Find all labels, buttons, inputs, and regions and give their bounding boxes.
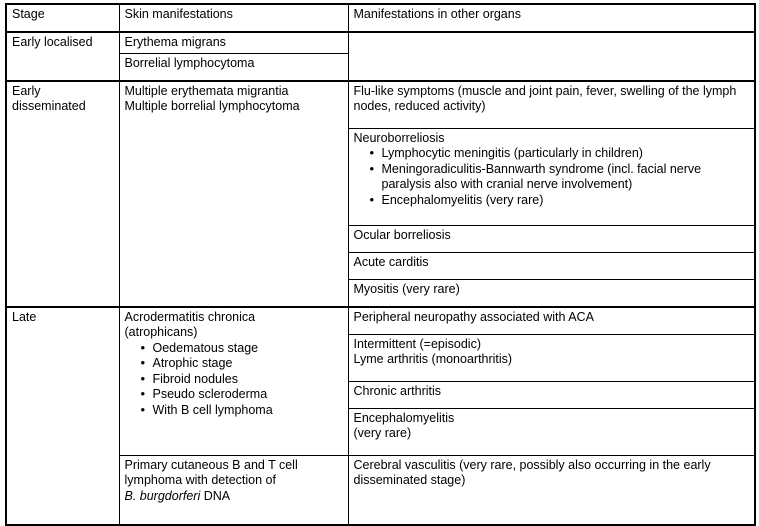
stage-label-early-disseminated: Early disseminated <box>5 79 120 307</box>
table-row-acute-carditis: Acute carditis <box>6 251 756 280</box>
table-row-early-localised-1: Early localised Erythema migrans <box>5 31 756 81</box>
scientific-name-b-burgdorferi: B. burgdorferi <box>124 488 201 503</box>
table-row-late-peripheral-neuropathy: Late Acrodermatitis chronica (atrophican… <box>5 305 756 525</box>
primary-lymphoma-line1: Primary cutaneous B and T cell <box>124 457 298 472</box>
stage-label-late: Late <box>5 305 120 525</box>
acrodermatitis-bullet-list: Oedematous stage Atrophic stage Fibroid … <box>125 340 344 419</box>
lyme-borreliosis-stage-table: Stage Skin manifestations Manifestations… <box>5 3 756 526</box>
skin-manifestation-acrodermatitis: Acrodermatitis chronica (atrophicans) Oe… <box>118 305 349 456</box>
table-row-early-disseminated-flu: Early disseminated Multiple erythemata m… <box>5 79 756 307</box>
skin-manifestation-borrelial-lymphocytoma: Borrelial lymphocytoma <box>118 52 349 81</box>
list-item: Oedematous stage <box>141 340 344 357</box>
lyme-arthritis-line1: Intermittent (=episodic) <box>353 336 481 351</box>
table-row-ocular-borreliosis: Ocular borreliosis <box>6 224 756 253</box>
table-row-late-encephalomyelitis: Encephalomyelitis (very rare) <box>6 407 756 456</box>
table-row-late-lyme-arthritis: Intermittent (=episodic) Lyme arthritis … <box>6 333 756 382</box>
stage-label-early-disseminated-line1: Early disseminated <box>12 83 86 114</box>
neuroborreliosis-heading: Neuroborreliosis <box>353 130 445 145</box>
other-manifestation-chronic-arthritis: Chronic arthritis <box>347 380 756 409</box>
other-manifestation-peripheral-neuropathy: Peripheral neuropathy associated with AC… <box>347 305 756 335</box>
other-manifestation-flu-like-symptoms: Flu-like symptoms (muscle and joint pain… <box>347 79 756 129</box>
skin-manifestations-early-disseminated: Multiple erythemata migrantia Multiple b… <box>118 79 349 307</box>
column-header-skin: Skin manifestations <box>118 3 349 33</box>
other-manifestation-lyme-arthritis: Intermittent (=episodic) Lyme arthritis … <box>347 333 756 382</box>
skin-line-multiple-erythemata: Multiple erythemata migrantia <box>124 83 289 98</box>
other-manifestation-acute-carditis: Acute carditis <box>347 251 756 280</box>
primary-lymphoma-line2: lymphoma with detection of <box>124 473 276 487</box>
column-header-stage: Stage <box>5 3 120 33</box>
stage-label-early-localised: Early localised <box>5 31 120 81</box>
list-item: Atrophic stage <box>141 355 344 372</box>
list-item: Fibroid nodules <box>141 371 344 388</box>
acrodermatitis-line1: Acrodermatitis chronica <box>124 309 256 324</box>
lyme-stage-table-container: Stage Skin manifestations Manifestations… <box>5 3 756 526</box>
acrodermatitis-line2: (atrophicans) <box>124 325 198 339</box>
neuroborreliosis-bullet-list: Lymphocytic meningitis (particularly in … <box>354 145 751 209</box>
lyme-arthritis-line2: Lyme arthritis (monoarthritis) <box>353 352 513 366</box>
table-row-late-cerebral-vasculitis: Primary cutaneous B and T cell lymphoma … <box>6 454 756 525</box>
list-item: Lymphocytic meningitis (particularly in … <box>370 145 751 162</box>
list-item: Pseudo scleroderma <box>141 386 344 403</box>
encephalomyelitis-line1: Encephalomyelitis <box>353 410 455 425</box>
other-manifestation-neuroborreliosis: Neuroborreliosis Lymphocytic meningitis … <box>347 127 756 226</box>
other-manifestation-myositis: Myositis (very rare) <box>347 278 756 307</box>
list-item: With B cell lymphoma <box>141 402 344 419</box>
dna-suffix: DNA <box>200 488 231 503</box>
column-header-other: Manifestations in other organs <box>347 3 756 33</box>
skin-manifestation-primary-cutaneous-lymphoma: Primary cutaneous B and T cell lymphoma … <box>118 454 349 525</box>
table-row-early-localised-2: Borrelial lymphocytoma <box>6 52 755 81</box>
table-row-neuroborreliosis: Neuroborreliosis Lymphocytic meningitis … <box>6 127 756 226</box>
other-manifestation-encephalomyelitis-late: Encephalomyelitis (very rare) <box>347 407 756 456</box>
skin-line-multiple-lymphocytoma: Multiple borrelial lymphocytoma <box>124 99 300 113</box>
skin-manifestation-erythema-migrans: Erythema migrans <box>118 31 349 54</box>
primary-lymphoma-line3: B. burgdorferi DNA <box>125 489 344 505</box>
table-header-row: Stage Skin manifestations Manifestations… <box>5 3 756 33</box>
table-row-late-chronic-arthritis: Chronic arthritis <box>6 380 756 409</box>
other-manifestation-ocular-borreliosis: Ocular borreliosis <box>347 224 756 253</box>
other-manifestation-early-localised-empty <box>347 31 756 81</box>
list-item: Encephalomyelitis (very rare) <box>370 192 751 209</box>
list-item: Meningoradiculitis-Bannwarth syndrome (i… <box>370 161 751 193</box>
other-manifestation-cerebral-vasculitis: Cerebral vasculitis (very rare, possibly… <box>347 454 756 525</box>
encephalomyelitis-line2: (very rare) <box>353 426 412 440</box>
